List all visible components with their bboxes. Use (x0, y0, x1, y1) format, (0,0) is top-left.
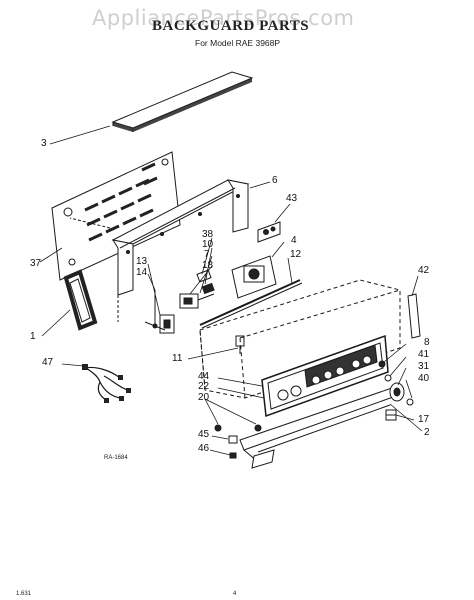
top-trim-strip (111, 71, 254, 132)
callout-41: 41 (418, 349, 430, 360)
callout-22: 22 (198, 381, 210, 392)
callout-31: 31 (418, 361, 430, 372)
callout-2: 2 (424, 427, 430, 438)
callout-6: 6 (272, 175, 278, 186)
callout-11: 11 (172, 353, 183, 364)
callout-17: 17 (418, 414, 430, 425)
callout-1: 1 (30, 331, 36, 342)
bottom-clips (228, 435, 238, 459)
side-bar (407, 293, 421, 339)
callout-12: 12 (290, 249, 302, 260)
rear-panel (51, 151, 181, 281)
control-panel (261, 334, 389, 418)
console-outline (199, 279, 401, 399)
diagram-code: RA-1684 (104, 455, 128, 461)
clip (385, 409, 397, 421)
callout-7: 7 (204, 249, 210, 260)
switch-assembly (144, 269, 215, 334)
callout-45: 45 (198, 429, 210, 440)
diagram-subtitle: For Model RAE 3968P (195, 38, 281, 48)
callout-4: 4 (291, 235, 297, 246)
switch-mount-plate (231, 255, 277, 299)
callout-3: 3 (41, 138, 47, 149)
long-rod (199, 279, 303, 329)
backguard-frame (111, 179, 250, 322)
page-number: 4 (233, 591, 237, 597)
callout-18: 18 (202, 260, 214, 271)
callout-37: 37 (30, 258, 42, 269)
callout-8: 8 (424, 337, 430, 348)
callout-20: 20 (198, 392, 210, 403)
callout-10: 10 (202, 239, 214, 250)
knob-set (378, 360, 414, 406)
callout-47: 47 (42, 357, 54, 368)
front-trim (239, 387, 397, 469)
callout-43: 43 (286, 193, 298, 204)
callout-46: 46 (198, 443, 210, 454)
diagram-title: BACKGUARD PARTS (152, 18, 310, 34)
callout-42: 42 (418, 265, 430, 276)
watermark-text: AppliancePartsPros.com (92, 6, 355, 30)
small-bracket (257, 221, 281, 243)
callout-13: 13 (136, 256, 148, 267)
gasket-loop (63, 269, 98, 331)
callout-40: 40 (418, 373, 430, 384)
callout-44: 44 (198, 371, 210, 382)
leader-lines (39, 125, 423, 456)
wire-harness (82, 364, 131, 403)
callout-38: 38 (202, 229, 214, 240)
footer-code: 1.631 (16, 591, 32, 597)
screws (214, 424, 262, 432)
callout-14: 14 (136, 267, 148, 278)
